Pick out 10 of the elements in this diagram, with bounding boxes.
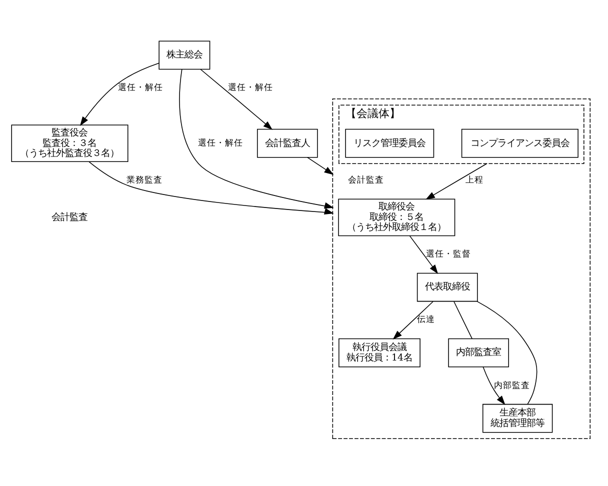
edge-label: 会計監査 [348,176,384,186]
edge-label: 選任・監督 [426,250,472,260]
label: 会計監査 [52,212,88,223]
edge-label: 選任・解任 [198,138,244,149]
edge-label: 選任・解任 [118,83,163,94]
edge-label: 上程 [465,176,484,186]
edge-label: 伝達 [416,315,435,326]
edge-label: 内部監査 [494,380,530,391]
edge-label: 業務監査 [126,176,163,186]
edge-label: 選任・解任 [228,83,273,94]
